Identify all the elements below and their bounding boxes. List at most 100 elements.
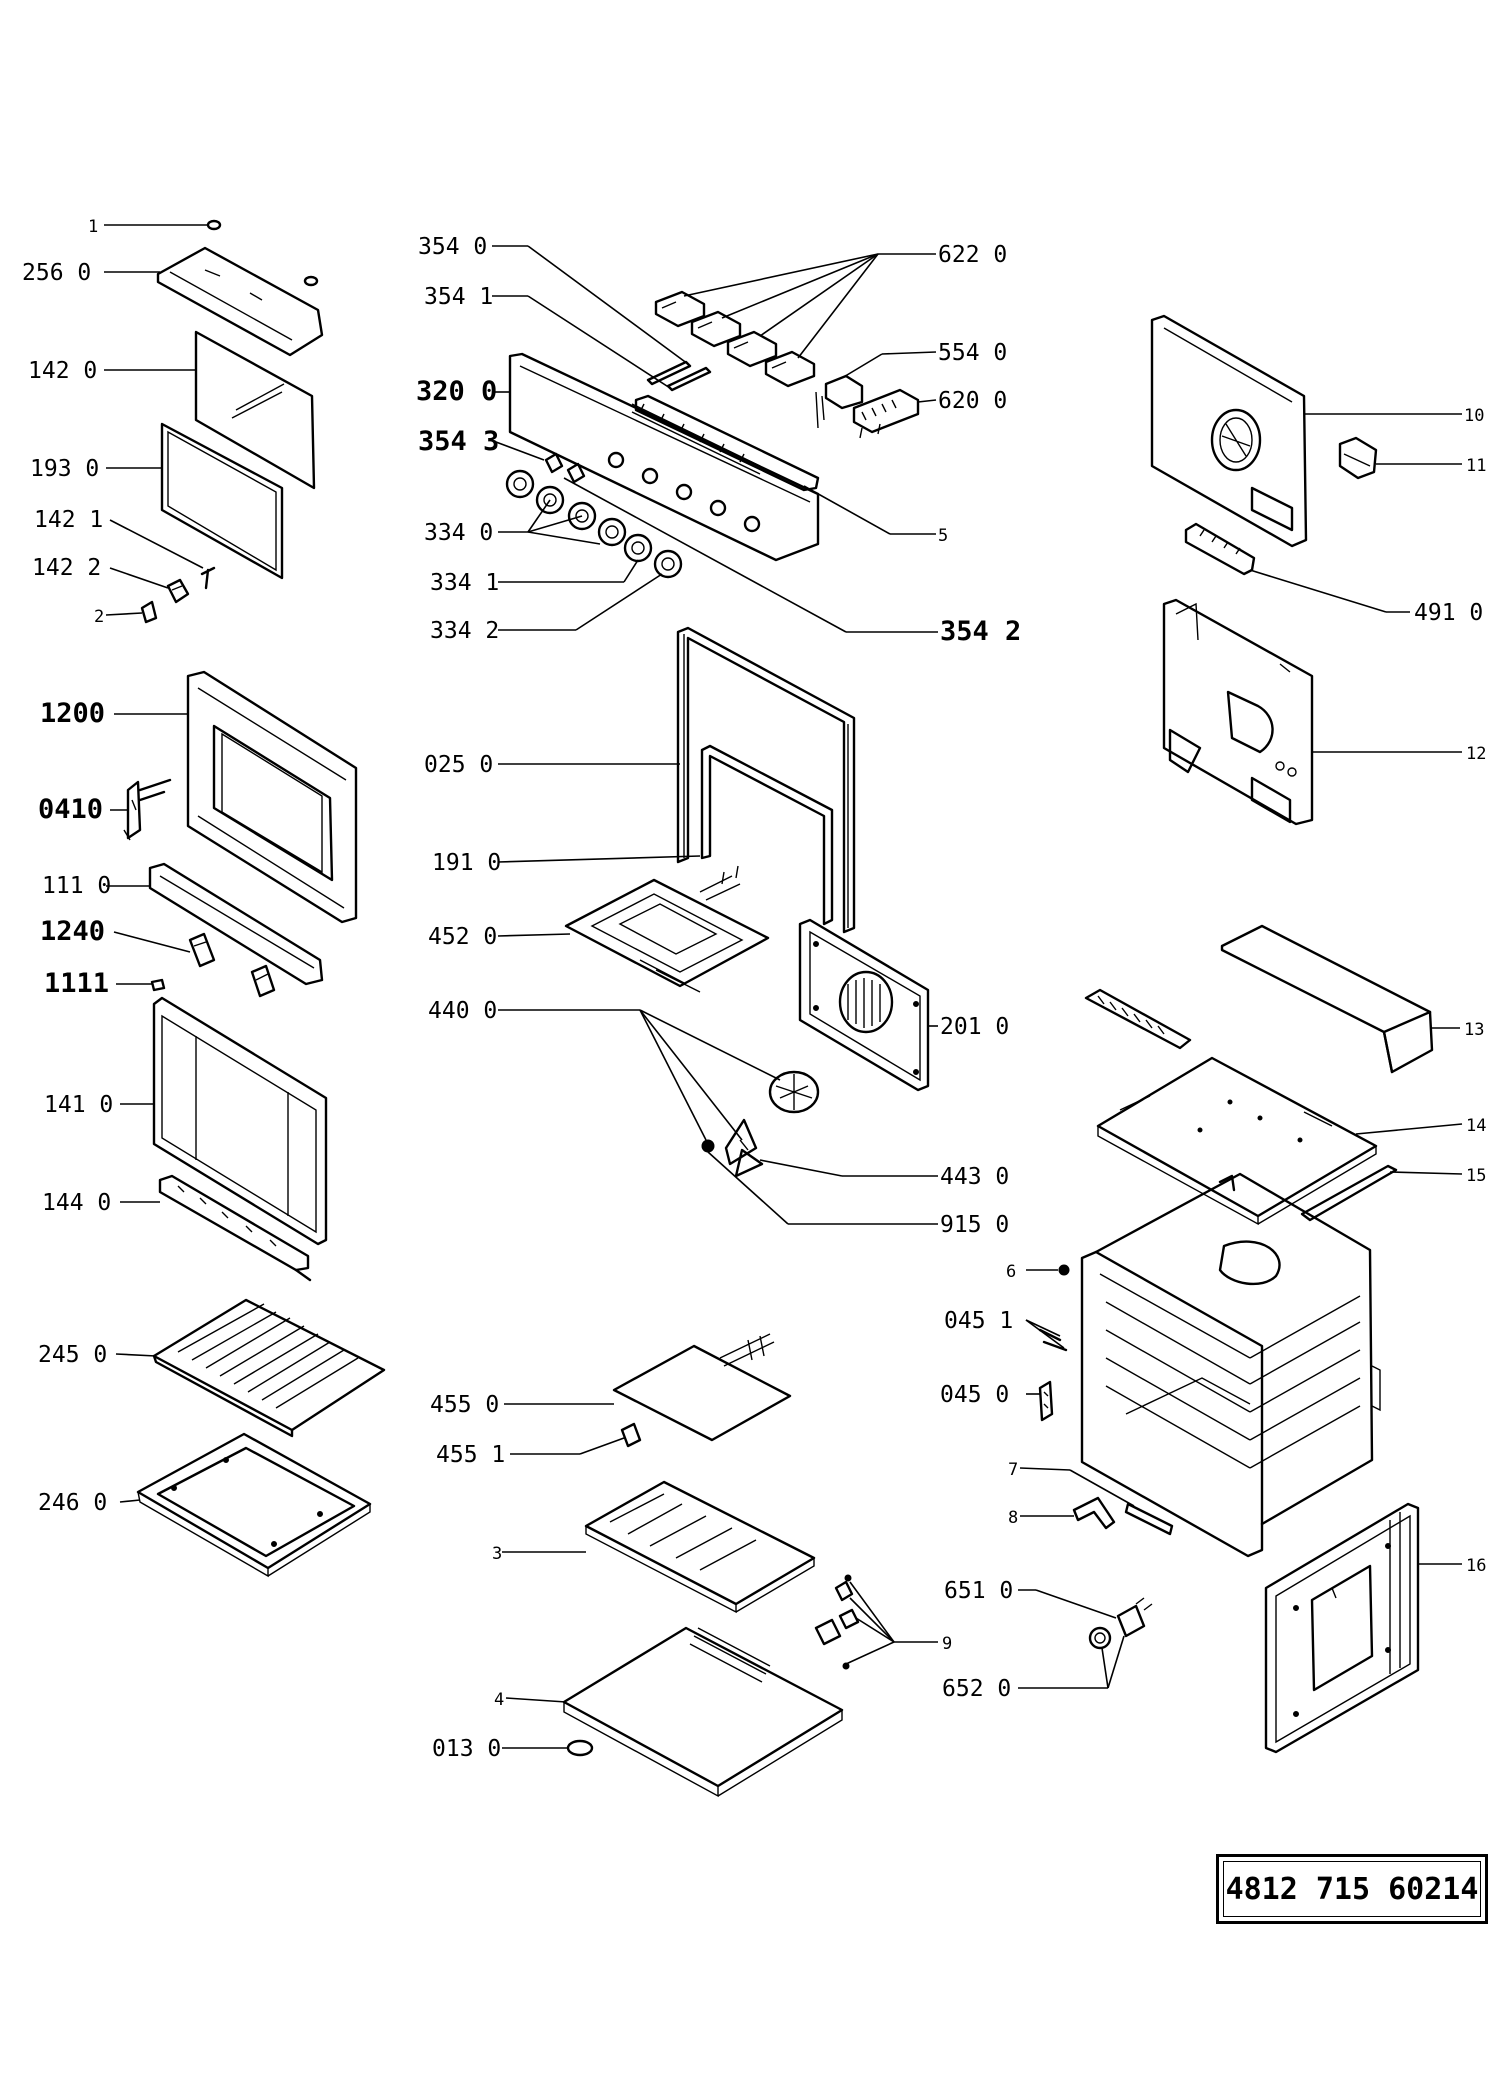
part-connector-11: 11 (1338, 436, 1486, 480)
part-oven-cavity (1080, 1172, 1381, 1558)
label-11: 11 (1466, 456, 1486, 476)
label-141-0: 141 0 (44, 1092, 113, 1118)
label-14: 14 (1466, 1116, 1486, 1136)
label-491-0: 491 0 (1414, 600, 1483, 626)
part-top-plate-14: 14 (1096, 1056, 1486, 1226)
part-bottom-heating-element-455: 455 0 (430, 1333, 792, 1442)
part-bracket-354-2: 354 2 (563, 477, 1021, 647)
label-045-0: 045 0 (940, 1382, 1009, 1408)
part-control-panel-3200: 320 0 (416, 352, 820, 562)
label-025-0: 025 0 (424, 752, 493, 778)
label-1: 1 (88, 217, 98, 237)
label-111-0: 111 0 (42, 873, 111, 899)
part-door-glass-142: 142 0 (28, 330, 316, 490)
label-16: 16 (1466, 1556, 1486, 1576)
part-fan-cover-201: 201 0 (798, 918, 1009, 1092)
label-3: 3 (492, 1544, 502, 1564)
part-top-heating-element-452: 452 0 (428, 865, 770, 993)
part-hinge-receiver-045-0: 045 0 (940, 1380, 1054, 1422)
label-652-0: 652 0 (942, 1676, 1011, 1702)
part-oven-seal-191: 191 0 (432, 744, 834, 926)
part-small-clip-2: 2 (94, 600, 158, 627)
label-354-3: 354 3 (418, 426, 499, 457)
part-switch-blocks-622: 622 0 (654, 242, 1007, 388)
part-glass-bracket-142-2: 142 2 (32, 555, 190, 604)
label-013-0: 013 0 (432, 1736, 501, 1762)
part-lamp-glass-652: 652 0 (942, 1626, 1125, 1702)
part-panel-strip-5: 5 (634, 394, 948, 546)
part-fan-blade-443: 443 0 (639, 1009, 1009, 1190)
part-thermostat-554: 554 0 (815, 340, 1007, 429)
part-knob-spindle-354-3: 354 3 (418, 426, 586, 484)
part-foot-013: 013 0 (432, 1736, 594, 1762)
part-screw-6: 6 (1006, 1262, 1070, 1282)
part-hinge-screws-045-1: 045 1 (944, 1308, 1068, 1352)
part-vent-grille (1084, 988, 1192, 1050)
part-front-strip-15: 15 (1300, 1164, 1486, 1222)
part-cable-7: 7 (1008, 1460, 1174, 1536)
label-2: 2 (94, 607, 104, 627)
part-screw-1: 1 (88, 217, 222, 237)
part-floor-plate-3: 3 (492, 1480, 816, 1614)
part-inner-glass-193: 193 0 (30, 422, 284, 580)
label-354-1: 354 1 (424, 284, 493, 310)
label-5: 5 (938, 526, 948, 546)
label-1200: 1200 (40, 698, 105, 729)
label-142-2: 142 2 (32, 555, 101, 581)
part-handle-support-1240: 1240 (40, 916, 276, 998)
label-7: 7 (1008, 1460, 1018, 1480)
label-256-0: 256 0 (22, 260, 91, 286)
label-245-0: 245 0 (38, 1342, 107, 1368)
label-915-0: 915 0 (940, 1212, 1009, 1238)
label-142-0: 142 0 (28, 358, 97, 384)
part-knobs-334: 334 0 334 1 334 2 (424, 469, 683, 644)
label-354-0: 354 0 (418, 234, 487, 260)
part-rear-panel-10: 10 (1150, 314, 1484, 548)
label-455-0: 455 0 (430, 1392, 499, 1418)
part-side-mount-panel-16: 16 (1264, 1502, 1486, 1754)
part-hinge-0410: 0410 (38, 778, 172, 841)
part-selector-switch-620: 620 0 (852, 388, 1007, 439)
part-circular-element-440: 440 0 (428, 998, 820, 1114)
part-lamp-parts-9: 9 (814, 1574, 952, 1670)
part-light-indicator-354: 354 0 354 1 (418, 234, 712, 392)
part-door-seal-144: 144 0 (42, 1174, 312, 1282)
part-door-top-trim-256: 256 0 (22, 246, 324, 357)
label-144-0: 144 0 (42, 1190, 111, 1216)
label-1240: 1240 (40, 916, 105, 947)
label-4: 4 (494, 1690, 504, 1710)
part-inner-door-panel-141: 141 0 (44, 996, 328, 1246)
label-9: 9 (942, 1634, 952, 1654)
part-side-panel-12: 12 (1162, 598, 1486, 826)
part-bottom-cover-4: 4 (494, 1626, 844, 1798)
label-554-0: 554 0 (938, 340, 1007, 366)
part-fan-nut-915: 915 0 (639, 1009, 1009, 1238)
label-452-0: 452 0 (428, 924, 497, 950)
part-top-cover-13: 13 (1220, 924, 1484, 1074)
part-element-bracket-455-1: 455 1 (436, 1422, 642, 1468)
label-651-0: 651 0 (944, 1578, 1013, 1604)
part-wire-shelf-245: 245 0 (38, 1298, 386, 1438)
part-screw-1111: 1111 (44, 968, 166, 999)
label-354-2: 354 2 (940, 616, 1021, 647)
label-443-0: 443 0 (940, 1164, 1009, 1190)
part-latch-8: 8 (1008, 1496, 1116, 1530)
label-045-1: 045 1 (944, 1308, 1013, 1334)
label-455-1: 455 1 (436, 1442, 505, 1468)
label-201-0: 201 0 (940, 1014, 1009, 1040)
part-baking-tray-246: 246 0 (38, 1432, 372, 1578)
label-193-0: 193 0 (30, 456, 99, 482)
part-door-handle-111: 111 0 (42, 862, 324, 986)
label-334-1: 334 1 (430, 570, 499, 596)
label-142-1: 142 1 (34, 507, 103, 533)
label-620-0: 620 0 (938, 388, 1007, 414)
label-6: 6 (1006, 1262, 1016, 1282)
label-0410: 0410 (38, 794, 103, 825)
label-334-0: 334 0 (424, 520, 493, 546)
label-320-0: 320 0 (416, 376, 497, 407)
part-glass-clip-142-1: 142 1 (34, 507, 216, 590)
label-13: 13 (1464, 1020, 1484, 1040)
part-outer-door-1200: 1200 (40, 670, 358, 924)
document-code-box: 4812 715 60214 (1216, 1854, 1488, 1924)
